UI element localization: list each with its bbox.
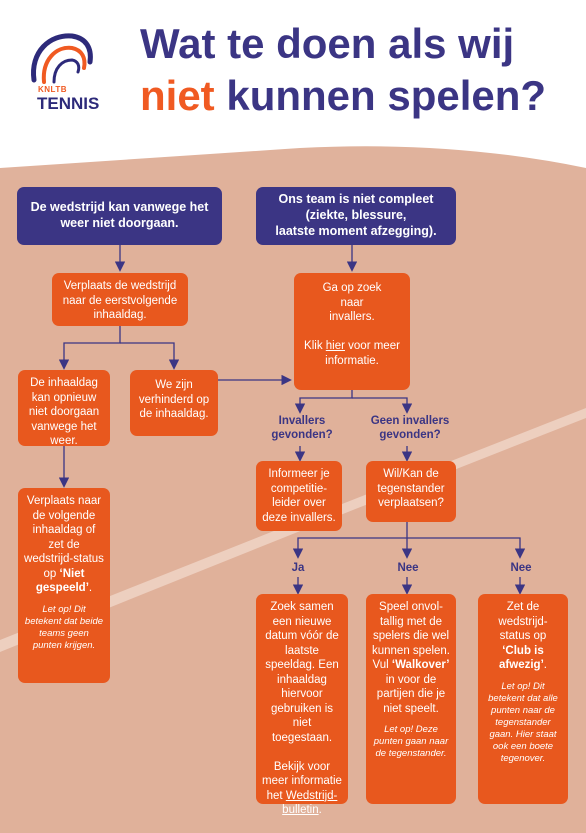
logo-text-knltb: KNLTB [38,85,68,94]
label-ja: Ja [291,562,305,574]
label-substitutes-found: Invallers gevonden? [271,415,333,441]
note-fine: Let op! Dit betekent dat alle punten naa… [488,680,558,764]
box-inform-leader: Informeer je competitie-leider over deze… [256,461,342,531]
incomplete-rest: in voor de partijen die je niet speelt. [376,673,446,715]
box-next-catchup: Verplaats naar de volgende inhaaldag of … [18,488,110,683]
knltb-logo-icon [31,33,93,84]
label-nee-2: Nee [510,562,532,574]
team-line1: Ons team is niet compleet [278,192,434,206]
box-reschedule: Verplaats de wedstrijd naar de eerstvolg… [52,273,188,326]
note-no-points: Let op! Dit betekent dat beide teams gee… [24,603,104,651]
new-date-period: . [318,804,322,816]
next-catchup-period: . [88,582,93,594]
box-weather: De wedstrijd kan vanwege het weer niet d… [17,187,222,245]
search-line1: Ga op zoek [322,282,382,294]
box-catchup-fail: De inhaaldag kan opnieuw niet doorgaan v… [18,370,110,447]
label-no-substitutes-found: Geen invallers gevonden? [370,415,450,441]
title-rest: kunnen spelen? [226,72,547,119]
title-line1: Wat te doen als wij [140,20,515,67]
box-opponent-question: Wil/Kan de tegenstander verplaatsen? [366,461,456,522]
search-line2: naar [340,296,364,309]
team-line3: laatste moment afzegging). [275,224,437,238]
header-background [0,0,586,168]
link-wedstrijdbulletin[interactable]: Wedstrijd-bulletin [282,789,338,817]
new-date-more: Bekijk voor meer informatie het [262,760,342,802]
box-prevented: We zijn verhinderd op de inhaaldag. [130,370,218,436]
search-more-info: voor meer informatie. [325,340,400,367]
absent-period: . [543,659,547,671]
status-not-played: ‘Niet gespeeld’ [35,567,89,595]
link-hier[interactable]: hier [325,340,345,352]
search-line3: invallers. [329,311,375,323]
page-title: Wat te doen als wij niet kunnen spelen? [140,18,580,122]
box-team-incomplete: Ons team is niet compleet (ziekte, bless… [256,187,456,245]
note-points-opponent: Let op! Deze punten gaan naar de tegenst… [373,724,449,759]
box-new-date: Zoek samen een nieuwe datum vóór de laat… [256,594,348,816]
status-walkover: ‘Walkover’ [391,659,450,671]
logo-text-tennis: TENNIS [37,94,100,113]
next-catchup-text: Verplaats naar de volgende inhaaldag of … [24,495,104,580]
title-highlight: niet [140,72,215,119]
status-club-absent: ‘Club is afwezig’ [499,644,544,672]
team-line2: (ziekte, blessure, [305,208,407,222]
box-search-substitutes: Ga op zoek naar invallers. Klik hier voo… [294,273,410,390]
incomplete-text: Speel onvol-tallig met de spelers die we… [372,601,451,671]
title-line2: niet kunnen spelen? [140,70,580,122]
box-club-absent: Zet de wedstrijd-status op ‘Club is afwe… [478,594,568,804]
absent-text: Zet de wedstrijd-status op [498,601,548,642]
search-click: Klik [304,340,326,352]
label-nee-1: Nee [397,562,419,574]
new-date-text: Zoek samen een nieuwe datum vóór de laat… [265,601,339,744]
box-play-incomplete: Speel onvol-tallig met de spelers die we… [366,594,456,804]
